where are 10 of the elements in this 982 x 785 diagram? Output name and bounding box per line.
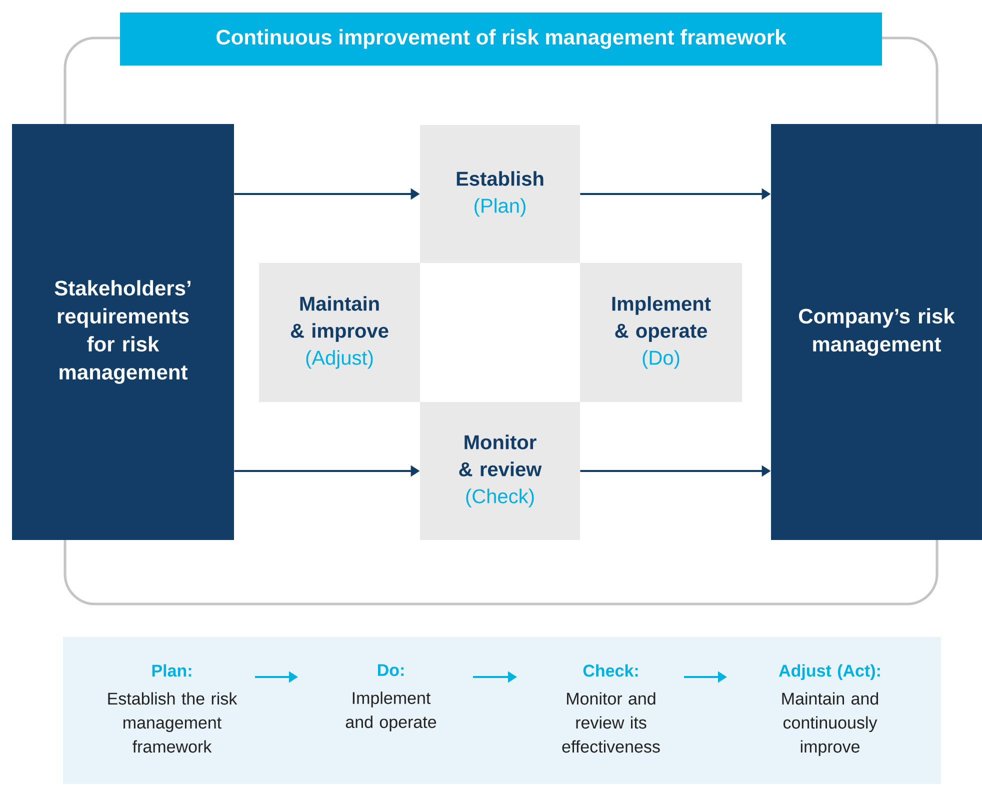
input-box: Stakeholders’ requirements for risk management [12,124,234,540]
step-text: Do: Implement and operate [346,664,436,732]
input-box: Company’s risk management [771,124,982,540]
phase-box: Maintain & improve (Adjust) [259,263,420,402]
phase-box: Establish (Plan) [420,125,580,263]
step-text: Adjust (Act): Maintain and continuously improve [778,664,880,756]
step-text: Check: Monitor and review its effectiveness [562,664,660,753]
step-text: Plan: Establish the risk management framework [108,664,238,753]
phase-box: Monitor & review (Check) [420,402,580,540]
phase-box: Implement & operate (Do) [580,263,742,402]
